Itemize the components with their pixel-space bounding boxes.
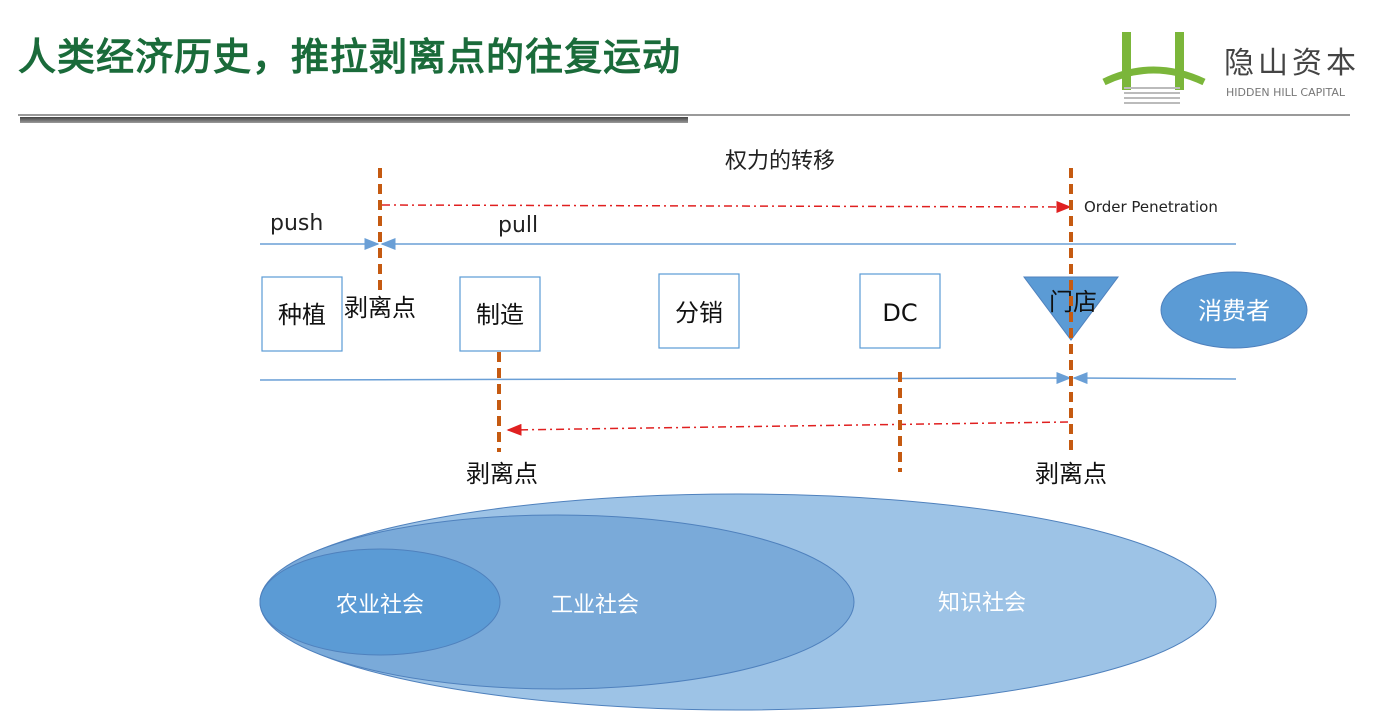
stage-planting-label: 种植 [278, 301, 326, 329]
consumer-ellipse [1160, 271, 1308, 349]
logo-en-text: HIDDEN HILL CAPITAL [1226, 86, 1346, 99]
push-label: push [270, 211, 323, 236]
header-divider [18, 114, 1350, 116]
logo-cn-text: 隐山资本 [1224, 46, 1360, 81]
agricultural-society-label: 农业社会 [336, 593, 424, 618]
power-shift-label: 权力的转移 [725, 149, 835, 174]
pull-label: pull [498, 213, 538, 238]
industrial-society-label: 工业社会 [551, 593, 639, 618]
page-title: 人类经济历史，推拉剥离点的往复运动 [18, 35, 682, 79]
header-divider-shadow [20, 117, 688, 123]
top-shift-arrow [381, 200, 1072, 213]
agricultural-society-ellipse [259, 548, 501, 656]
company-logo: 隐山资本 HIDDEN HILL CAPITAL [1100, 30, 1360, 110]
decoupling-label-planting: 剥离点 [344, 294, 416, 322]
bottom-push-line [259, 372, 1072, 385]
stage-manufacturing-box [459, 276, 541, 352]
stage-planting-box [261, 276, 343, 352]
stage-dc-label: DC [882, 299, 917, 327]
bottom-pull-line [1072, 372, 1237, 385]
bottom-shift-arrow [506, 421, 1069, 436]
decoupling-label-manufacturing: 剥离点 [466, 460, 538, 488]
stage-distribution-box [658, 273, 740, 349]
decoupling-label-store: 剥离点 [1035, 460, 1107, 488]
logo-h-icon [1102, 32, 1206, 104]
knowledge-society-label: 知识社会 [938, 591, 1026, 616]
consumer-label: 消费者 [1198, 297, 1270, 325]
stage-store-triangle [1023, 276, 1119, 341]
stage-distribution-label: 分销 [675, 299, 723, 327]
order-penetration-label: Order Penetration [1084, 198, 1218, 216]
stage-manufacturing-label: 制造 [476, 301, 524, 329]
stage-dc-box [859, 273, 941, 349]
